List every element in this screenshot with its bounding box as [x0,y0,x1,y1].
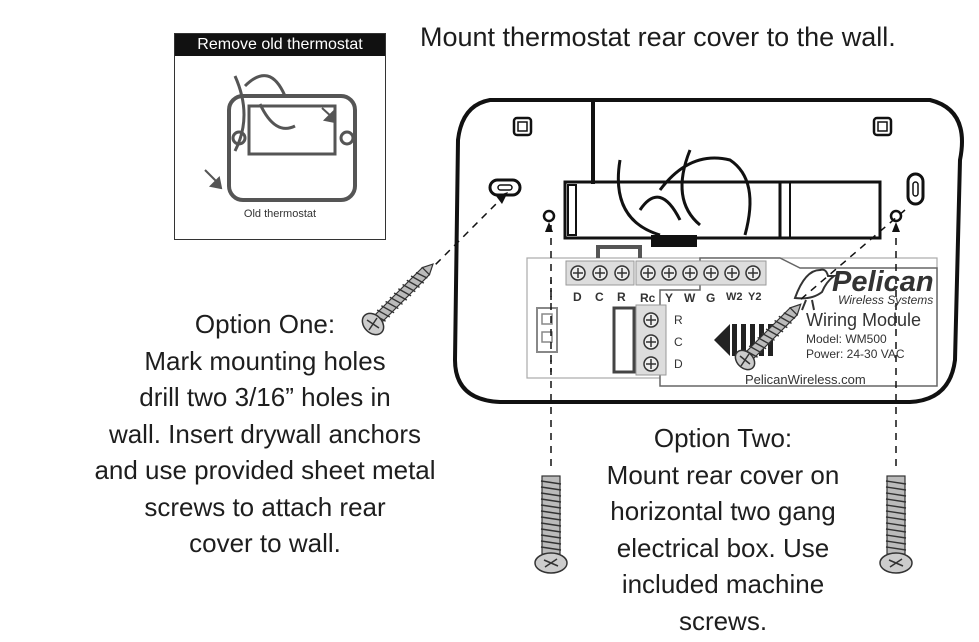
side-screw-c-cross [646,337,656,347]
terminal-screw-rc-cross [643,268,653,278]
side-screw-r-cross [646,315,656,325]
old-thermostat-display [247,104,337,156]
sheet-metal-screw-right-icon [734,303,802,371]
guide-line-option-one-right [799,209,906,301]
sheet-metal-screw-left-icon [361,263,434,336]
arrow-head-right [322,109,337,124]
wire-curve-1 [233,75,246,152]
side-bracket [612,306,636,374]
mount-hole-right [889,209,903,223]
cover-square-left [512,116,533,137]
wire-opening-edge-left [567,184,577,236]
terminal-label-r: R [617,290,626,304]
inset-header: Remove old thermostat [175,34,385,56]
board-clip-left-inner-1 [541,313,553,325]
terminal-label-y: Y [665,291,674,305]
slot-hole-left-inner [497,184,513,191]
wire-curve-3 [258,103,296,130]
option-two-text: Option Two: Mount rear cover on horizont… [568,420,878,639]
old-thermostat-illustration [204,74,357,202]
terminal-label-g: G [706,291,716,305]
wire-4 [638,195,682,221]
guide-arrow-left-hole [545,222,553,232]
module-name: Wiring Module [806,310,922,330]
terminal-label-w2: W2 [726,291,743,303]
option-one-line: Mark mounting holes [144,345,386,376]
terminal-screws-left [570,265,630,281]
terminal-screws-right [640,265,761,281]
pelican-logo-icon [793,268,837,311]
guide-arrow-right-hole [892,222,900,232]
option-one-line: and use provided sheet metal [94,455,436,485]
option-two-line: electrical box. Use [616,532,830,563]
old-thermostat-body [227,94,357,202]
arrow-bar-1 [732,324,737,356]
option-one-text: Option One: Mark mounting holes drill tw… [60,306,470,562]
remove-old-thermostat-panel: Remove old thermostat Old thermostat [174,33,386,240]
cover-clip [651,235,697,247]
machine-screw-left-icon [534,475,568,574]
option-two-line: horizontal two gang [610,496,836,526]
option-two-line: Mount rear cover on [606,459,840,490]
side-screw-d-cross [646,359,656,369]
mount-hole-left [542,209,556,223]
option-one-line: drill two 3/16” holes in [139,382,391,412]
terminal-screw-c-cross [595,268,605,278]
arrow-head-left [208,175,223,190]
terminal-screws-side [643,312,659,372]
terminal-screw-g-cross [706,268,716,278]
arrow-tip [714,324,730,356]
arrow-bar-2 [741,324,746,356]
terminal-label-y2: Y2 [748,291,762,303]
option-one-line: screws to attach rear [144,491,386,522]
terminal-label-d: D [573,290,582,304]
guide-line-option-one-left [429,194,506,271]
side-label-d: D [674,357,683,371]
cover-square-right [872,116,893,137]
wire-3 [680,149,701,227]
module-power: Power: 24-30 VAC [806,347,905,361]
terminal-label-rc: Rc [640,291,656,305]
module-subbrand: Wireless Systems [838,293,934,307]
terminal-screw-y2-cross [748,268,758,278]
slot-hole-right-inner [912,181,919,197]
terminal-screw-r-cross [617,268,627,278]
terminal-strip-right [635,260,767,286]
board-hook [596,245,642,258]
side-label-r: R [674,313,683,327]
machine-screw-right-icon [879,475,913,574]
wire-1 [616,159,661,237]
page-title: Mount thermostat rear cover to the wall. [420,22,896,52]
arrow-bar-3 [750,324,755,356]
option-one-line: cover to wall. [189,528,341,558]
terminal-screw-w-cross [685,268,695,278]
wire-opening [563,180,882,240]
inset-caption: Old thermostat [243,208,317,220]
wire-2 [658,156,752,236]
terminal-label-w: W [684,291,696,305]
cover-square-right-inner [877,121,888,132]
wire-curve-2 [243,74,287,97]
board-clip-left-inner-2 [541,331,553,343]
old-thermostat-hole-right [339,130,355,146]
terminal-label-c: C [595,290,604,304]
terminal-screw-d-cross [573,268,583,278]
terminal-screw-w2-cross [727,268,737,278]
guide-arrow-left-slot [496,192,508,204]
module-brand: Pelican [832,266,934,298]
option-two-line: screws. [678,605,768,636]
module-model: Model: WM500 [806,332,887,346]
cover-square-left-inner [517,121,528,132]
option-one-line: wall. Insert drywall anchors [108,418,422,449]
option-two-line: included machine [621,569,825,599]
option-two-line: Option Two: [653,423,793,453]
module-website: PelicanWireless.com [745,372,866,387]
slot-hole-right [906,172,925,206]
option-one-line: Option One: [194,309,336,339]
side-label-c: C [674,335,683,349]
terminal-screw-y-cross [664,268,674,278]
